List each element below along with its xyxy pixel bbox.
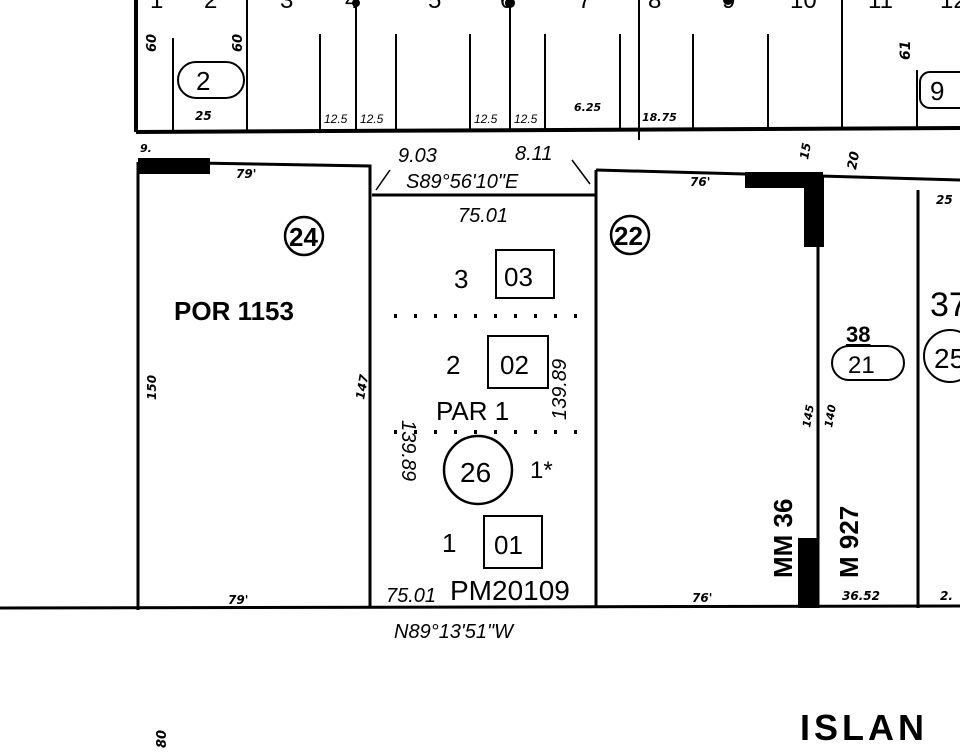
apn-box: 02 [500, 350, 529, 380]
boundary-marker [745, 172, 823, 188]
dim-label: 150 [145, 375, 159, 400]
parcel-center[interactable]: 75.01 3 03 2 02 PAR 1 139.89 139.89 147 … [353, 205, 580, 643]
lot-number: 9 [722, 0, 735, 14]
lot-number: 1 [442, 528, 456, 558]
dim-label: 140 [822, 403, 839, 428]
lot-number: 5 [428, 0, 441, 14]
top-dimensions: 60 60 25 12.5 12.5 12.5 12.5 6.25 18.75 … [145, 34, 960, 126]
parcel-number[interactable]: 2 [196, 66, 210, 96]
lot-number: 38 [846, 322, 870, 347]
dim-label: 25 [936, 193, 953, 207]
dim-label: 76' [690, 175, 710, 189]
lot-number: 37 [930, 286, 960, 324]
boundary-marker [138, 158, 210, 174]
parcel-number[interactable]: 9 [930, 76, 944, 106]
dim-label: 12.5 [360, 112, 384, 126]
parcel-22[interactable]: 76' 22 145 140 MM 36 76' [609, 175, 839, 605]
parcel-label: POR 1153 [174, 296, 294, 326]
bearing-label: N89°13'51"W [394, 621, 515, 643]
lot-number: 3 [454, 264, 468, 294]
parcel-number: 26 [460, 457, 491, 488]
parcel-number: 21 [848, 352, 875, 379]
dim-label: 60 [231, 34, 246, 52]
boundary-marker [798, 538, 818, 608]
dim-label: 12.5 [514, 112, 538, 126]
par-label: PAR 1 [436, 396, 509, 426]
dim-label: 15 [797, 142, 814, 161]
parcel-right[interactable]: 37 25 2. [923, 286, 960, 603]
dim-label: 75.01 [458, 205, 508, 227]
dim-label: 79' [236, 167, 256, 181]
dim-label: 9. [140, 142, 152, 155]
lot-number: 12 [940, 0, 960, 14]
lower-area: 80 ISLAN [155, 707, 928, 748]
dim-label: 12.5 [474, 112, 498, 126]
dim-label: 80 [155, 730, 170, 748]
dim-label: 8.11 [515, 143, 552, 165]
bearing-label: S89°56'10"E [406, 171, 519, 193]
lot-number: 8 [648, 0, 661, 14]
map-reference: MM 36 [768, 499, 798, 578]
dim-label: 6.25 [574, 101, 601, 114]
lot-number: 2 [204, 0, 217, 14]
dim-label: 18.75 [642, 111, 677, 124]
lot-number: 7 [578, 0, 591, 14]
dim-label: 9.03 [398, 145, 437, 167]
dim-label: 147 [353, 373, 371, 401]
dim-label: 20 [845, 150, 863, 170]
apn-box: 03 [504, 262, 533, 292]
lot-number: 2 [446, 350, 460, 380]
dim-label: 139.89 [549, 359, 571, 420]
parcel-box [919, 71, 960, 109]
parcel-24[interactable]: 79' 24 POR 1153 150 79' [145, 167, 325, 607]
street-strip: 9. 9.03 8.11 S89°56'10"E 15 20 [140, 142, 863, 193]
lot-number: 11 [868, 0, 893, 14]
top-block [134, 0, 960, 140]
dim-label: 60 [145, 34, 160, 52]
lot-number: 1* [530, 457, 553, 484]
top-lot-numbers: 1 2 3 4 5 6 7 8 9 10 11 12 [150, 0, 960, 14]
dim-label: 76' [692, 591, 712, 605]
dim-label: 75.01 [386, 585, 436, 607]
boundary-marker [804, 175, 824, 247]
dim-label: 25 [195, 109, 212, 123]
dim-label: 79' [228, 593, 248, 607]
lot-number: 4 [345, 0, 358, 14]
dim-label: 2. [940, 589, 953, 603]
dim-label: 139.89 [397, 420, 419, 481]
parcel-21[interactable]: 38 21 M 927 36.52 25 [831, 193, 953, 603]
street-name: ISLAN [800, 707, 928, 748]
parcel-oval [177, 61, 245, 99]
dim-label: 61 [898, 41, 914, 60]
parcel-number: 25 [934, 343, 960, 374]
map-reference: M 927 [834, 506, 864, 578]
pm-label: PM20109 [450, 575, 570, 606]
lot-number: 1 [150, 0, 163, 14]
parcel-number: 22 [614, 221, 643, 251]
dim-label: 36.52 [842, 589, 880, 603]
parcel-number: 24 [289, 222, 318, 252]
lot-number: 6 [500, 0, 513, 14]
lot-number: 10 [790, 0, 817, 14]
dim-label: 12.5 [324, 112, 348, 126]
dim-label: 145 [800, 403, 817, 428]
apn-box: 01 [494, 530, 523, 560]
lot-number: 3 [280, 0, 293, 14]
parcel-boundaries [0, 158, 960, 610]
